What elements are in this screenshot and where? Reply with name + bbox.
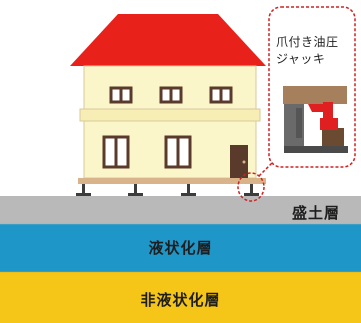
- door: [230, 145, 248, 178]
- jack-highlight: [237, 172, 265, 202]
- liquefied-layer: [0, 224, 361, 272]
- jack-posts: [76, 184, 259, 196]
- house: [70, 14, 266, 196]
- fill-layer: [0, 196, 361, 224]
- roof: [70, 14, 266, 66]
- jack-callout-line2: ジャッキ: [276, 52, 326, 66]
- jack-callout-line1: 爪付き油圧: [276, 35, 339, 49]
- lower-windows: [102, 135, 192, 169]
- non-liquefied-layer: [0, 272, 361, 323]
- fill-layer-label: 盛土層: [291, 204, 340, 222]
- non-liquefied-layer-label: 非液状化層: [140, 291, 221, 309]
- door-knob: [242, 160, 246, 164]
- jack-detail-illustration: [283, 86, 348, 153]
- callout-connector: [258, 151, 284, 177]
- foundation: [78, 178, 266, 184]
- liquefied-layer-label: 液状化層: [148, 239, 213, 257]
- floor-band: [79, 108, 261, 122]
